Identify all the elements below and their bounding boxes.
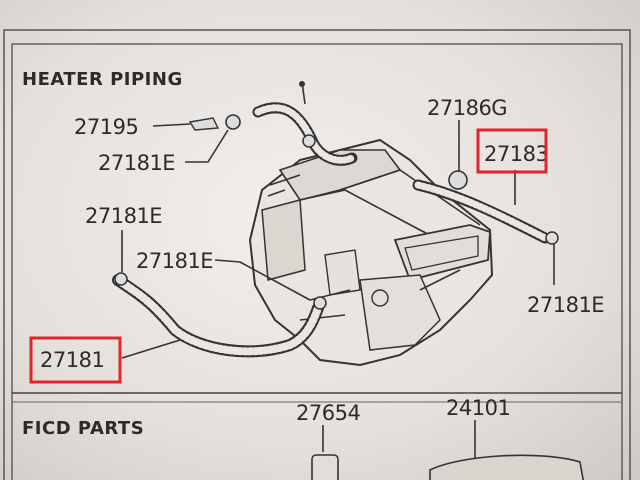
part-label-27181e-right: 27181E	[527, 293, 604, 317]
section-title-heater-piping: HEATER PIPING	[22, 69, 183, 90]
part-label-27186g: 27186G	[427, 96, 507, 120]
highlight-box-27183	[476, 128, 548, 174]
leader-lines	[121, 120, 555, 460]
part-label-27183: 27183	[484, 142, 548, 166]
part-label-27181e-top: 27181E	[98, 151, 175, 175]
page-frame	[3, 29, 631, 480]
section-frame	[11, 43, 623, 480]
section-title-ficd-parts: FICD PARTS	[22, 418, 144, 439]
part-label-27195: 27195	[74, 115, 138, 139]
heater-unit-drawing	[248, 138, 494, 367]
clamp-icons	[114, 81, 559, 310]
hose-27181	[112, 274, 324, 358]
part-label-24101: 24101	[446, 396, 510, 420]
part-label-27654: 27654	[296, 401, 360, 425]
hose-27183	[412, 179, 551, 244]
highlight-box-27181	[29, 336, 122, 384]
part-label-27181e-mid: 27181E	[136, 249, 213, 273]
ficd-drawings	[311, 454, 585, 480]
part-label-27181: 27181	[40, 348, 104, 372]
part-label-27181e-left: 27181E	[85, 204, 162, 228]
